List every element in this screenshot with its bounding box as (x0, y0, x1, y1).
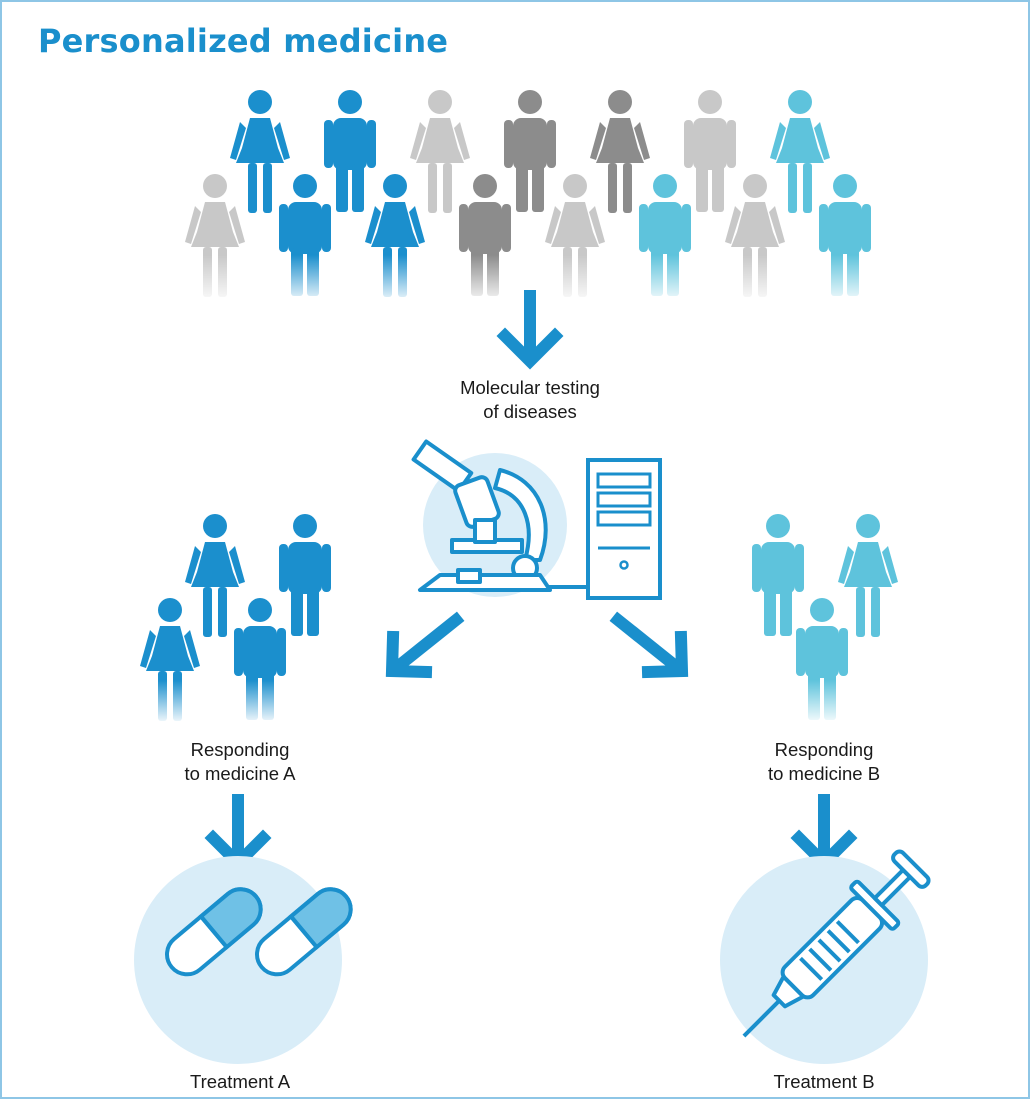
diagram-title: Personalized medicine (38, 22, 449, 60)
group-b-label: Responding to medicine B (704, 738, 944, 786)
treatment-b-label: Treatment B (704, 1070, 944, 1094)
person-female-icon (185, 514, 245, 637)
arrow-down-icon (790, 794, 858, 872)
pills-icon (134, 856, 353, 1064)
arrow-down-left-icon (385, 611, 465, 679)
group-a-label-line2: to medicine A (184, 763, 296, 784)
arrow-down-icon (496, 290, 564, 370)
group-a-people (130, 514, 340, 725)
person-male-icon (752, 514, 804, 636)
arrow-down-right-icon (609, 611, 689, 679)
testing-label-line2: of diseases (483, 401, 577, 422)
arrow-down-icon (204, 794, 272, 872)
person-male-icon (504, 90, 556, 212)
person-female-icon (838, 514, 898, 637)
group-b-label-line2: to medicine B (767, 763, 881, 784)
treatment-b-text: Treatment B (773, 1071, 875, 1092)
person-male-icon (324, 90, 376, 212)
treatment-a-text: Treatment A (189, 1071, 291, 1092)
person-female-icon (410, 90, 470, 213)
person-male-icon (279, 514, 331, 636)
syringe-icon (720, 849, 931, 1064)
testing-label: Molecular testing of diseases (390, 376, 670, 424)
group-a-label-line1: Responding (190, 739, 290, 760)
group-a-label: Responding to medicine A (120, 738, 360, 786)
person-female-icon (770, 90, 830, 213)
group-b-people (740, 514, 910, 725)
group-b-label-line1: Responding (774, 739, 874, 760)
treatment-a-label: Treatment A (120, 1070, 360, 1094)
microscope-icon (411, 439, 567, 597)
person-male-icon (684, 90, 736, 212)
person-female-icon (230, 90, 290, 213)
testing-label-line1: Molecular testing (460, 377, 600, 398)
crowd-top (170, 90, 890, 305)
person-female-icon (590, 90, 650, 213)
computer-icon (548, 458, 662, 600)
